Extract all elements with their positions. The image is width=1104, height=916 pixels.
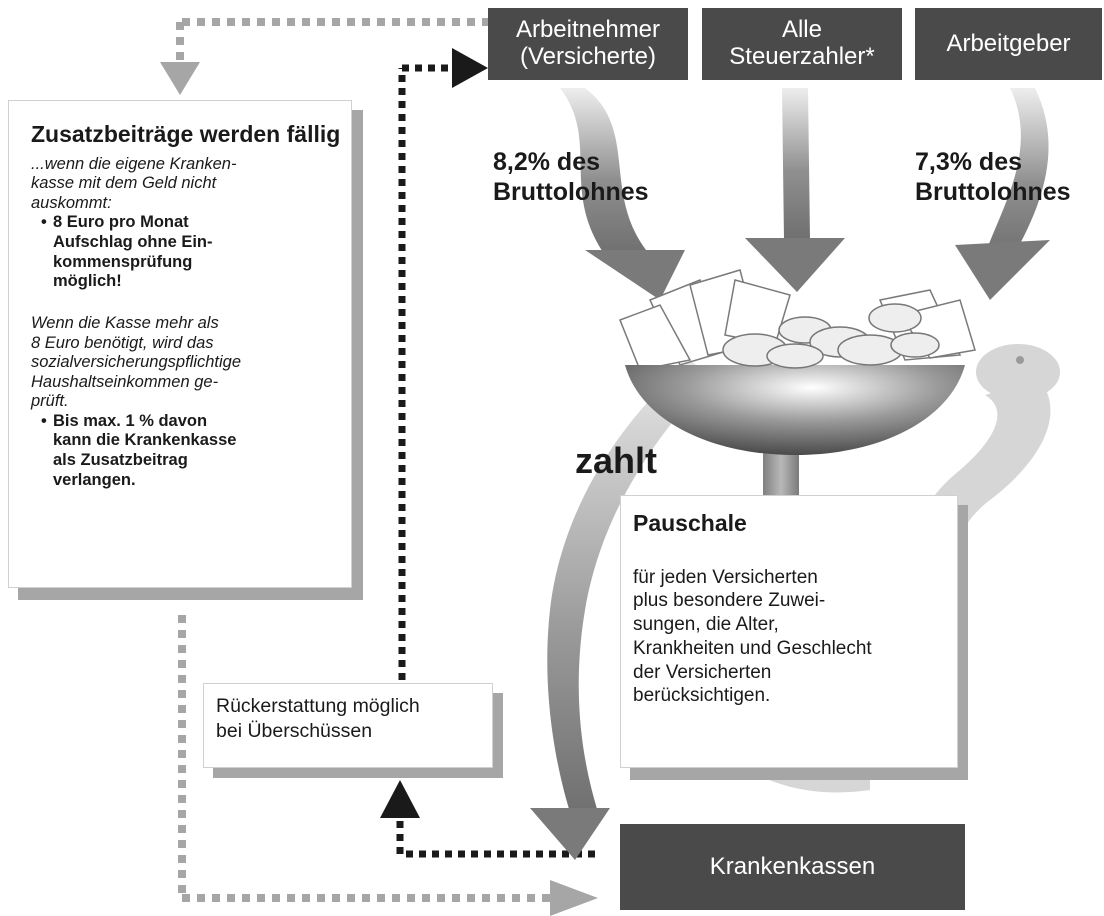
refund-flow-dotted-line <box>396 64 595 858</box>
refund-box: Rückerstattung möglich bei Überschüssen <box>203 683 493 768</box>
lump-sum-box: Pauschale für jeden Versicherten plus be… <box>620 495 958 768</box>
supplement-bullet-1-text: 8 Euro pro Monat Aufschlag ohne Ein- kom… <box>53 213 213 291</box>
employer-source-label: Arbeitgeber <box>946 29 1071 57</box>
arrow-right-to-employees-icon <box>452 48 488 88</box>
employee-arrowhead-icon <box>585 250 685 300</box>
taxpayer-source-box: Alle Steuerzahler* <box>702 8 902 80</box>
employer-arrowhead-icon <box>955 240 1050 300</box>
employer-source-box: Arbeitgeber <box>915 8 1102 80</box>
employer-contribution-arrow <box>985 88 1049 262</box>
employer-rate-label: 7,3% des Bruttolohnes <box>915 148 1071 206</box>
pays-arrow <box>547 360 712 812</box>
pays-label: zahlt <box>575 440 658 481</box>
arrow-right-to-insurers-icon <box>550 880 598 916</box>
funnel-bowl <box>625 365 965 455</box>
supplement-bullet-2: • Bis max. 1 % davon kann die Krankenkas… <box>41 412 341 491</box>
pays-arrowhead-icon <box>530 808 610 860</box>
taxpayer-source-label: Alle Steuerzahler* <box>729 16 875 70</box>
taxpayer-contribution-arrow <box>782 88 810 240</box>
bullet-icon: • <box>41 411 47 430</box>
employee-rate-label: 8,2% des Bruttolohnes <box>493 148 649 206</box>
bullet-icon: • <box>41 213 47 231</box>
arrow-down-to-supplement-icon <box>160 62 200 95</box>
employee-source-box: Arbeitnehmer (Versicherte) <box>488 8 688 80</box>
lump-sum-title: Pauschale <box>633 510 747 536</box>
insurers-label: Krankenkassen <box>709 852 876 880</box>
employee-contribution-arrow <box>560 88 650 255</box>
employee-source-label: Arbeitnehmer (Versicherte) <box>515 16 661 70</box>
supplement-intro: ...wenn die eigene Kranken- kasse mit de… <box>31 154 237 212</box>
supplement-title: Zusatzbeiträge werden fällig <box>31 121 341 147</box>
supplement-flow-dotted-line <box>176 18 555 902</box>
snake-eye-icon <box>1016 356 1024 364</box>
coins-graphic <box>722 303 940 369</box>
supplement-box: Zusatzbeiträge werden fällig ...wenn die… <box>8 100 352 588</box>
supplement-bullet-2-text: Bis max. 1 % davon kann die Krankenkasse… <box>53 411 237 489</box>
supplement-bullet-1: • 8 Euro pro Monat Aufschlag ohne Ein- k… <box>41 213 341 292</box>
lump-sum-text: für jeden Versicherten plus besondere Zu… <box>633 566 872 707</box>
arrow-up-to-refund-icon <box>380 780 420 818</box>
insurers-box: Krankenkassen <box>620 824 965 910</box>
refund-text: Rückerstattung möglich bei Überschüssen <box>216 695 420 743</box>
taxpayer-arrowhead-icon <box>745 238 845 292</box>
supplement-condition: Wenn die Kasse mehr als 8 Euro benötigt,… <box>31 314 242 411</box>
